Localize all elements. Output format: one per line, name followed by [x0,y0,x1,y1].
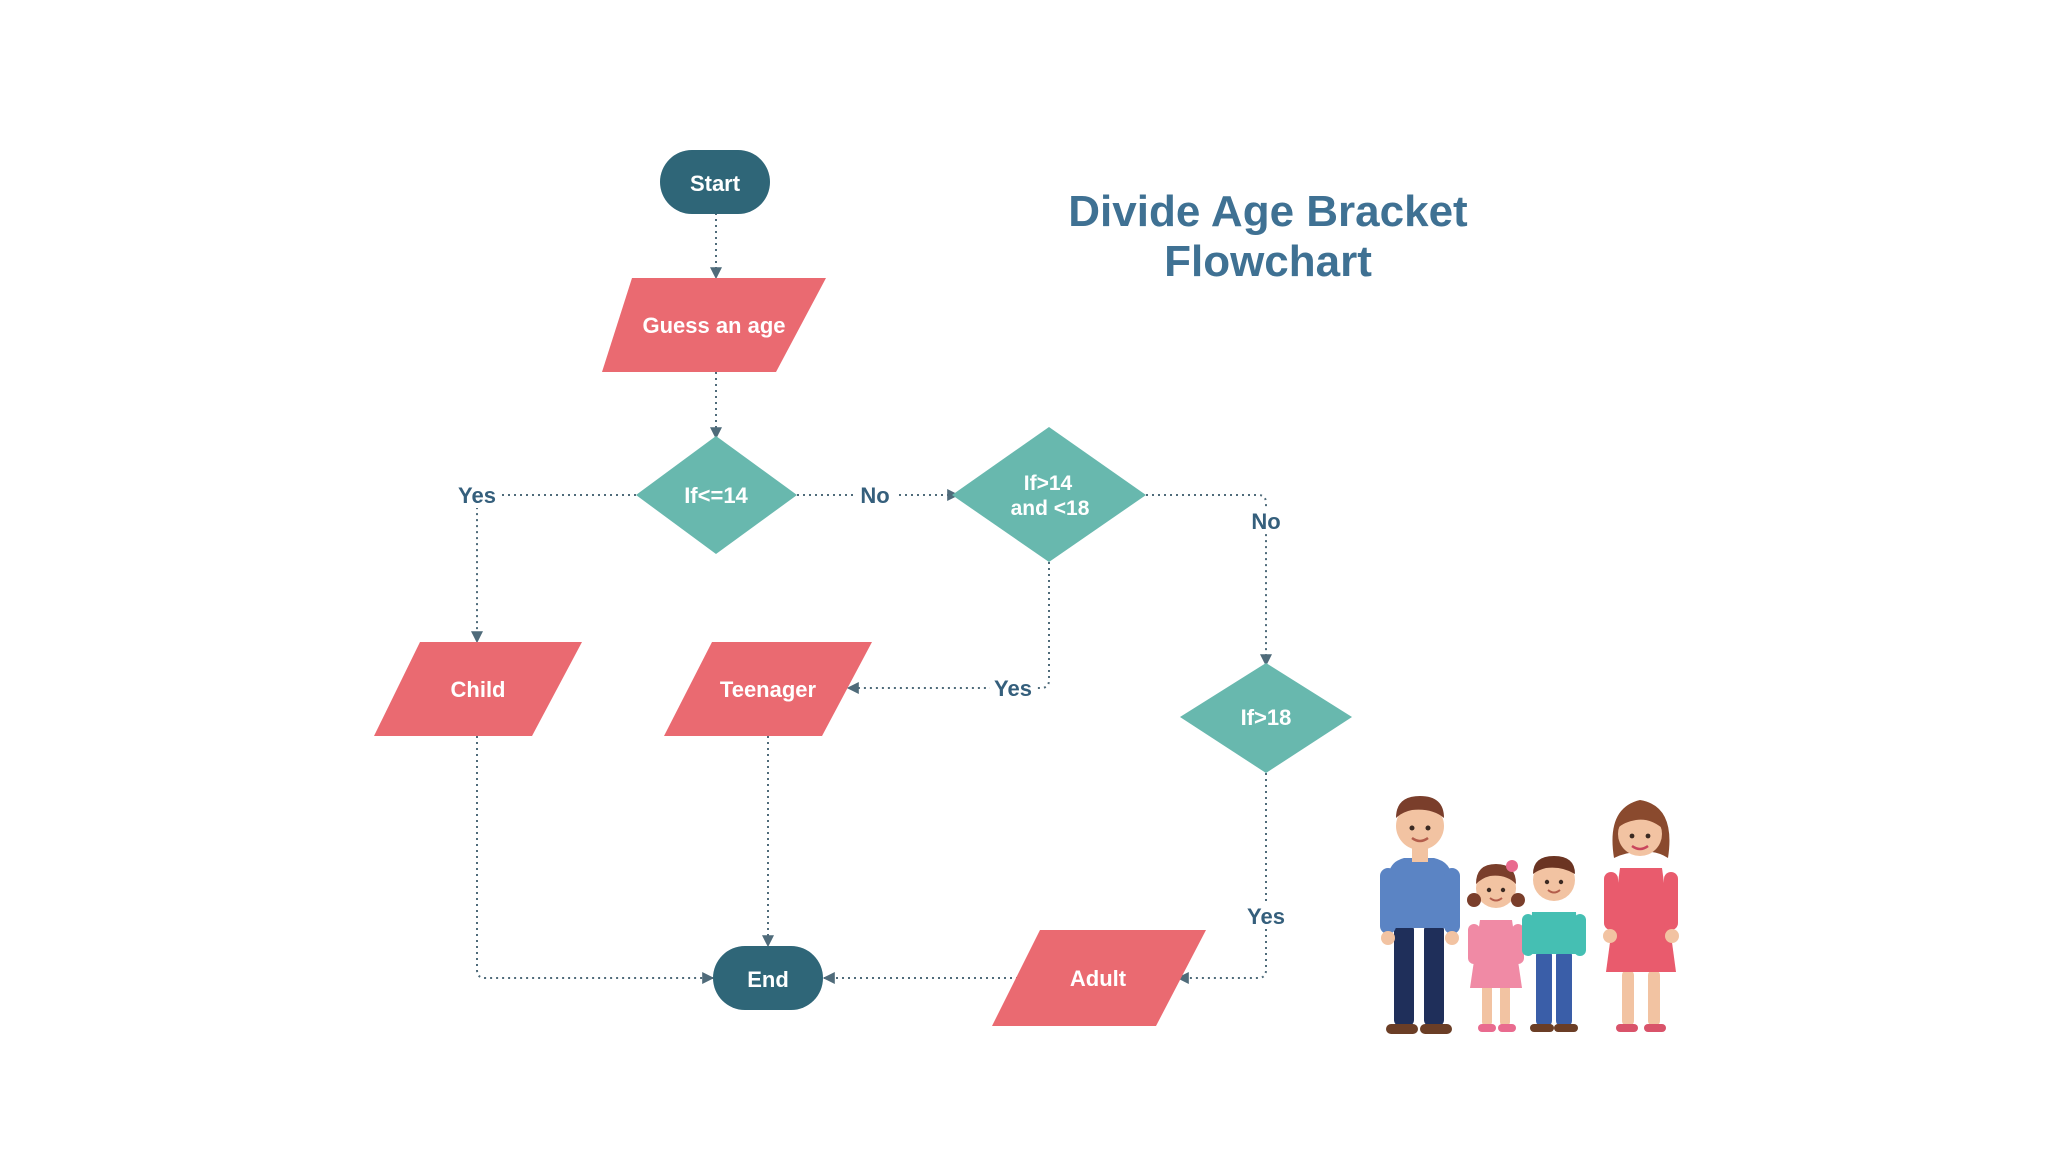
node-adult: Adult [992,930,1206,1026]
node-child-label: Child [451,677,506,702]
node-teenager: Teenager [664,642,872,736]
title-line-1: Divide Age Bracket [1068,187,1468,236]
boy-figure [1522,856,1586,1032]
node-end-label: End [747,967,789,992]
decision-14-18-line2: and <18 [1011,497,1090,520]
decision-14-18-line1: If>14 [1024,472,1073,495]
node-adult-label: Adult [1070,966,1127,991]
label-le14-no: No [860,483,889,508]
node-start-label: Start [690,171,741,196]
label-le14-yes: Yes [458,483,496,508]
node-guess-age: Guess an age [602,278,826,372]
label-gt18-yes: Yes [1247,904,1285,929]
decision-14-18: If>14 and <18 [952,427,1146,562]
edge-labels: Yes No No Yes Yes [452,482,1291,929]
node-guess-age-label: Guess an age [642,313,785,338]
father-figure [1380,796,1460,1034]
edge-le14-child [471,494,636,644]
decision-le14: If<=14 [636,436,797,554]
node-child: Child [374,642,582,736]
title-line-2: Flowchart [1164,237,1372,286]
node-start: Start [660,150,770,214]
decision-le14-label: If<=14 [684,483,748,508]
girl-figure [1467,860,1525,1032]
node-end: End [713,946,823,1010]
family-illustration [1380,796,1679,1034]
mother-figure [1603,800,1679,1032]
node-teenager-label: Teenager [720,677,817,702]
diagram-title: Divide Age Bracket Flowchart [1068,187,1468,286]
label-mid-no: No [1251,509,1280,534]
edge-mid-teenager [846,562,1050,694]
label-mid-yes: Yes [994,676,1032,701]
edges [471,213,1272,984]
decision-gt18: If>18 [1180,663,1352,773]
edge-child-end [476,736,715,984]
decision-gt18-label: If>18 [1241,705,1292,730]
